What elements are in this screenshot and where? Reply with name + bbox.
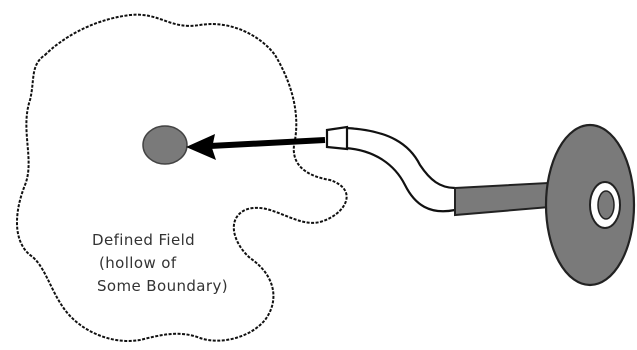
disc-hole-inner [597, 190, 615, 220]
field-label-line-1: Defined Field [92, 231, 195, 249]
arrow-shaft [209, 137, 326, 149]
field-label-line-3: Some Boundary) [97, 277, 228, 295]
handle-shaft [454, 181, 552, 217]
arrow-head [186, 134, 216, 160]
field-boundary [16, 13, 348, 342]
field-label-line-2: (hollow of [99, 254, 177, 272]
nozzle [325, 125, 349, 151]
hose-upper [344, 126, 456, 190]
ball [142, 125, 188, 165]
hose-lower [344, 146, 456, 213]
